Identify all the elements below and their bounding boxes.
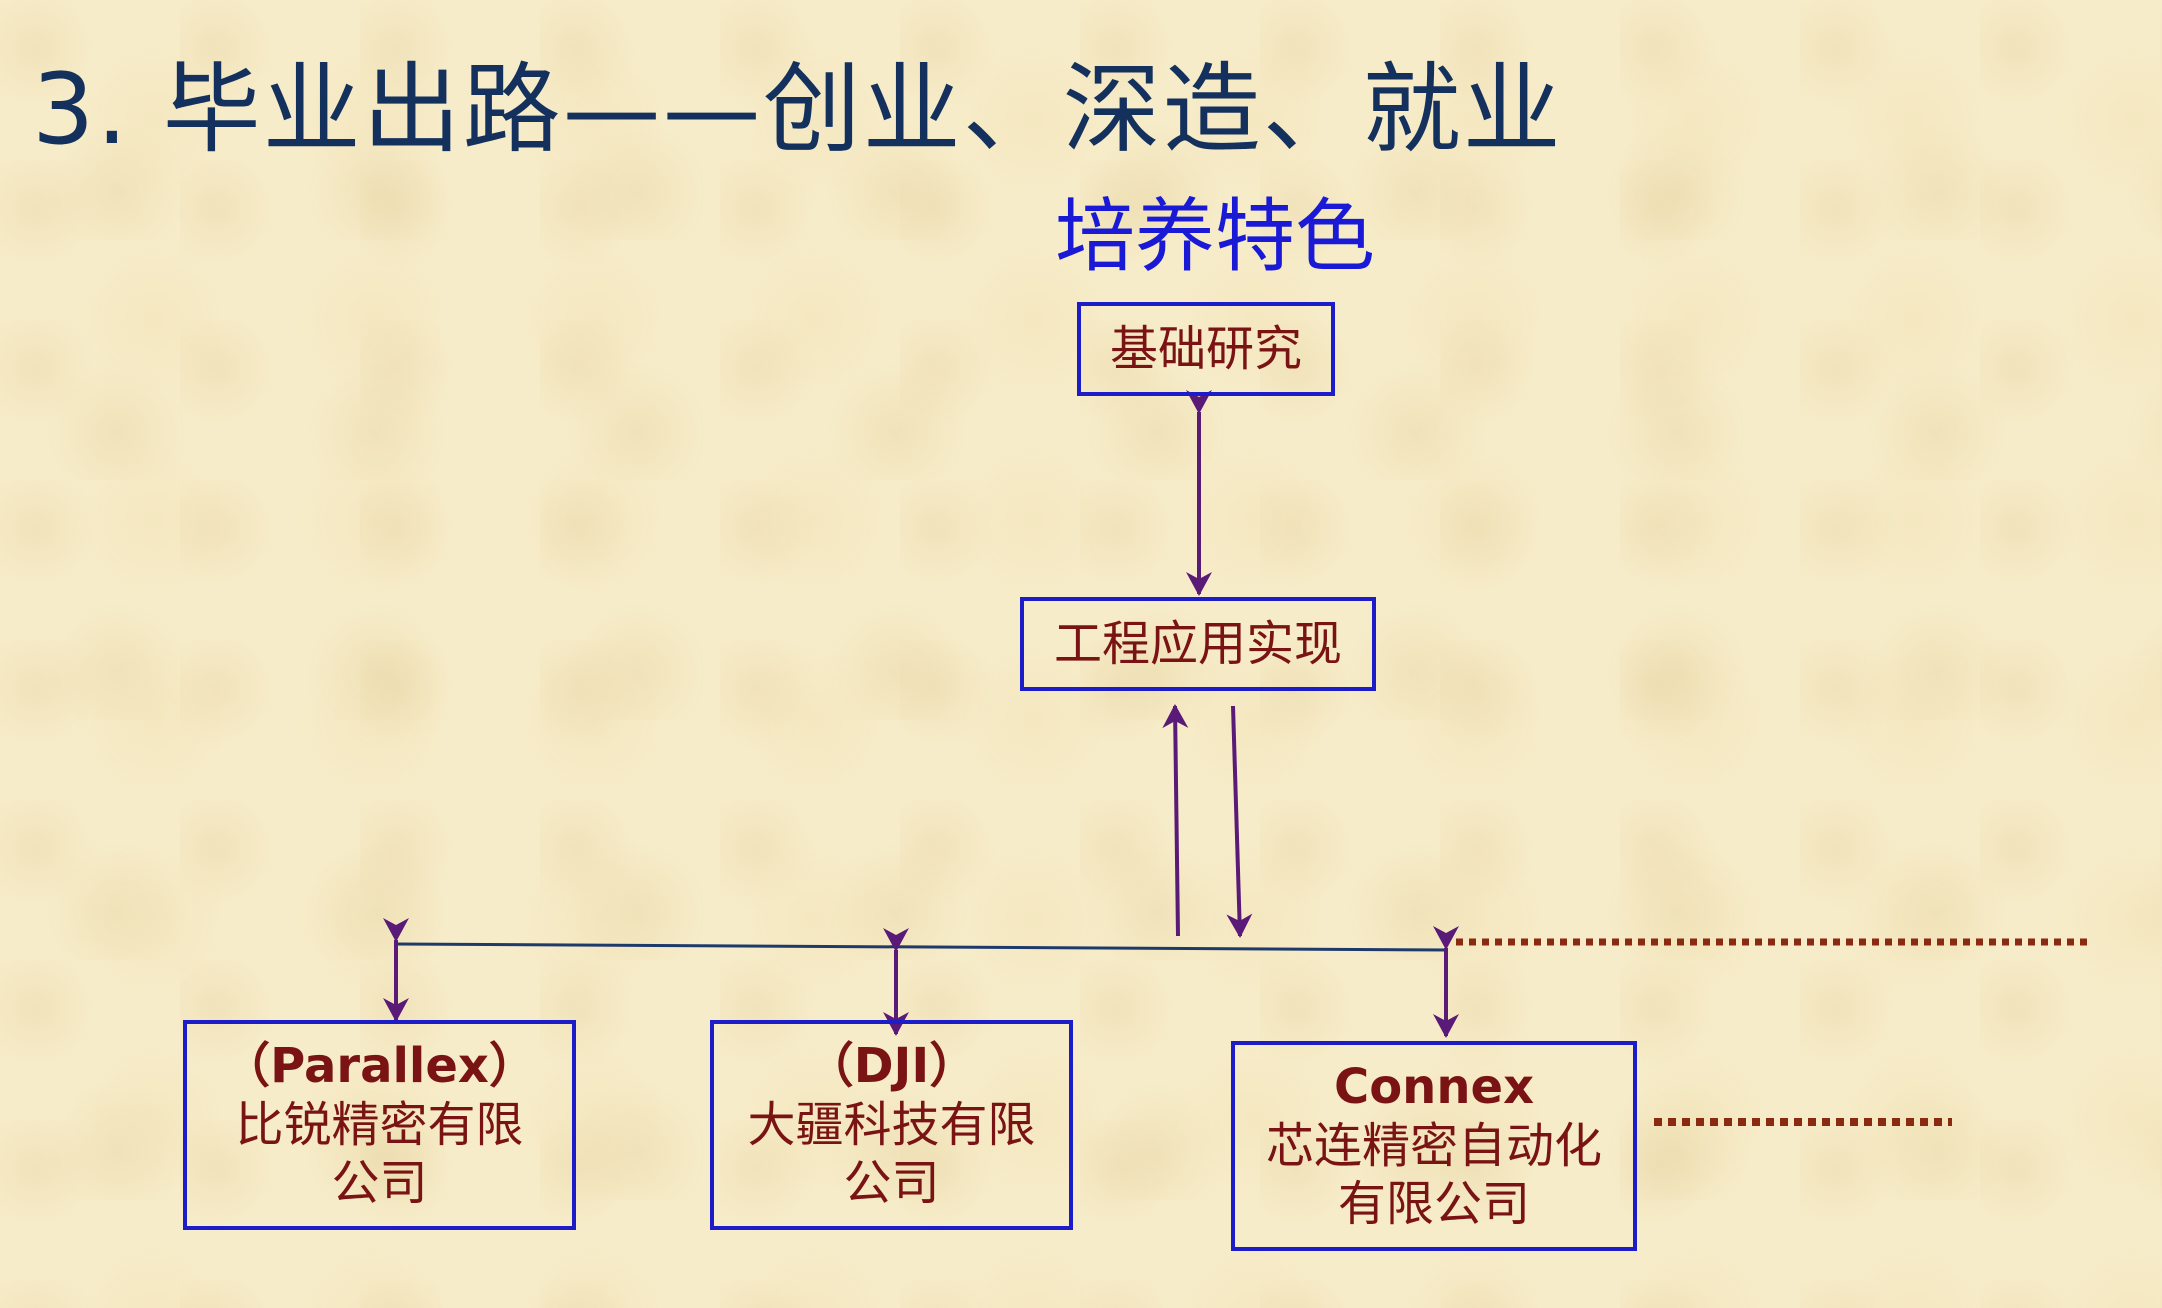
diagram-subtitle: 培养特色: [1055, 190, 1375, 283]
company-english-name: （DJI）: [805, 1038, 978, 1095]
page-title: 3. 毕业出路——创业、深造、就业: [32, 53, 1563, 167]
company-chinese-name-line2: 公司: [331, 1155, 428, 1212]
company-node-parallex: （Parallex） 比锐精密有限 公司: [183, 1020, 576, 1230]
company-chinese-name-line1: 大疆科技有限: [747, 1096, 1036, 1153]
company-chinese-name-line1: 芯连精密自动化: [1265, 1117, 1602, 1174]
engineering-node-label: 工程应用实现: [1053, 615, 1342, 672]
company-english-name: （Parallex）: [222, 1038, 537, 1095]
company-english-name: Connex: [1333, 1059, 1535, 1116]
company-chinese-name-line2: 公司: [843, 1155, 940, 1212]
research-node: 基础研究: [1077, 302, 1335, 396]
company-node-connex: Connex 芯连精密自动化 有限公司: [1231, 1041, 1637, 1251]
company-chinese-name-line2: 有限公司: [1337, 1176, 1530, 1233]
engineering-up-arrow: [1162, 704, 1189, 937]
research-node-label: 基础研究: [1109, 320, 1302, 377]
company-node-dji: （DJI） 大疆科技有限 公司: [710, 1020, 1073, 1230]
engineering-node: 工程应用实现: [1020, 597, 1376, 691]
company-chinese-name-line1: 比锐精密有限: [235, 1096, 524, 1153]
company-bus-line: [395, 942, 1449, 952]
engineering-down-arrow: [1226, 705, 1253, 938]
